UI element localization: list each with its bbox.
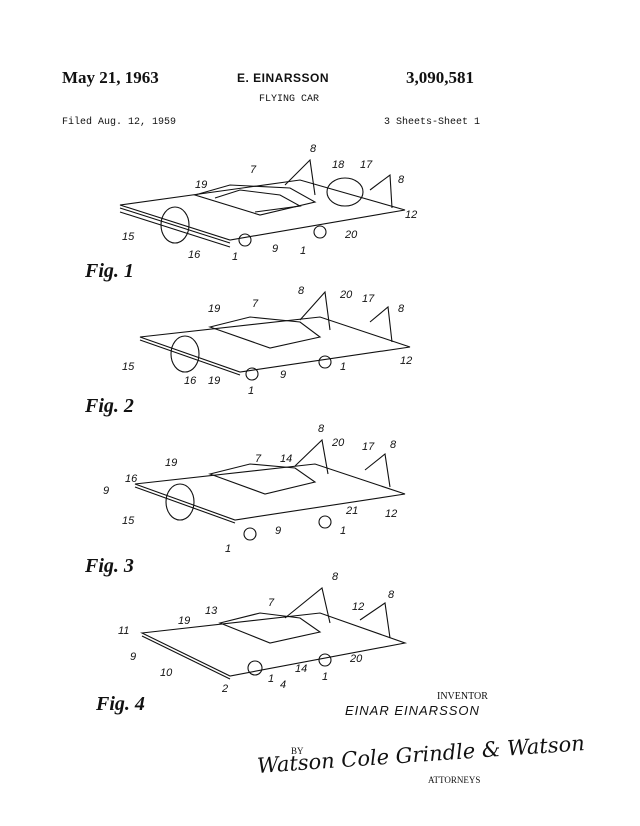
ref-label: 16 xyxy=(125,473,138,485)
ref-label: 20 xyxy=(331,437,345,449)
patent-number: 3,090,581 xyxy=(406,68,474,87)
figure-4-label: Fig. 4 xyxy=(96,693,145,715)
wheel-icon xyxy=(318,355,332,369)
ref-label: 12 xyxy=(400,355,412,367)
ref-label: 7 xyxy=(268,597,275,609)
ref-label: 10 xyxy=(160,667,173,679)
ref-label: 9 xyxy=(272,243,278,255)
ref-label: 17 xyxy=(360,159,373,171)
ref-label: 12 xyxy=(385,508,397,520)
wing-outline xyxy=(119,179,406,241)
ref-label: 8 xyxy=(332,571,339,583)
ref-label: 19 xyxy=(165,457,177,469)
ref-label: 19 xyxy=(208,375,220,387)
ref-label: 1 xyxy=(268,673,274,685)
ref-label: 8 xyxy=(318,423,325,435)
patent-title: FLYING CAR xyxy=(259,94,320,105)
wheel-icon xyxy=(313,225,327,239)
figure-3-drawing: 8 20 17 8 19 7 14 16 9 15 21 12 9 1 1 xyxy=(103,423,406,555)
ref-label: 16 xyxy=(184,375,197,387)
ref-label: 8 xyxy=(398,303,405,315)
attorney-signature: Watson Cole Grindle & Watson xyxy=(256,731,586,778)
inventor-label: INVENTOR xyxy=(437,691,488,702)
wing-outline xyxy=(134,463,406,521)
ref-label: 1 xyxy=(300,245,306,257)
ref-label: 14 xyxy=(295,663,307,675)
ref-label: 13 xyxy=(205,605,218,617)
wheel-icon xyxy=(247,660,263,676)
patent-date: May 21, 1963 xyxy=(62,68,159,87)
ref-label: 1 xyxy=(225,543,231,555)
ref-label: 9 xyxy=(103,485,109,497)
wheel-icon xyxy=(238,233,252,247)
wheel-icon xyxy=(318,515,332,529)
figure-2-drawing: 8 20 17 8 19 7 15 12 16 19 9 1 1 xyxy=(122,285,412,397)
ref-label: 17 xyxy=(362,441,375,453)
ref-label: 1 xyxy=(340,525,346,537)
ref-label: 8 xyxy=(298,285,305,297)
ref-label: 1 xyxy=(340,361,346,373)
ref-label: 14 xyxy=(280,453,292,465)
ref-label: 15 xyxy=(122,361,135,373)
ref-label: 7 xyxy=(250,164,257,176)
ref-label: 19 xyxy=(208,303,220,315)
ref-label: 17 xyxy=(362,293,375,305)
ref-label: 19 xyxy=(195,179,207,191)
ref-label: 1 xyxy=(322,671,328,683)
ref-label: 15 xyxy=(122,231,135,243)
ref-label: 12 xyxy=(405,209,417,221)
ref-label: 19 xyxy=(178,615,190,627)
ref-label: 7 xyxy=(252,298,259,310)
wing-outline xyxy=(140,612,408,677)
ref-label: 11 xyxy=(118,625,129,637)
ref-label: 20 xyxy=(349,653,363,665)
wheel-icon xyxy=(318,653,332,667)
figure-3-label: Fig. 3 xyxy=(85,555,134,577)
ref-label: 18 xyxy=(332,159,345,171)
wheel-icon xyxy=(243,527,257,541)
ref-label: 16 xyxy=(188,249,201,260)
ref-label: 1 xyxy=(232,251,238,260)
ref-label: 1 xyxy=(248,385,254,397)
filed-date: Filed Aug. 12, 1959 xyxy=(62,117,177,128)
ref-label: 9 xyxy=(130,651,136,663)
ref-label: 15 xyxy=(122,515,135,527)
inventor-name: EINAR EINARSSON xyxy=(345,703,480,718)
inventor-short-name: E. EINARSSON xyxy=(237,71,330,85)
ref-label: 12 xyxy=(352,601,364,613)
ref-label: 8 xyxy=(390,439,397,451)
figure-2-label: Fig. 2 xyxy=(85,395,134,417)
attorneys-label: ATTORNEYS xyxy=(428,775,481,785)
ref-label: 2 xyxy=(221,683,228,693)
ref-label: 20 xyxy=(344,229,358,241)
by-label: BY xyxy=(291,746,304,756)
wing-outline xyxy=(139,316,411,373)
sheet-count: 3 Sheets-Sheet 1 xyxy=(384,117,481,128)
ref-label: 8 xyxy=(310,143,317,155)
wheel-icon xyxy=(245,367,259,381)
figure-4-drawing: 8 8 13 7 12 19 11 9 10 14 20 2 1 4 1 xyxy=(118,571,408,693)
ref-label: 4 xyxy=(280,679,286,691)
ref-label: 7 xyxy=(255,453,262,465)
figure-1-label: Fig. 1 xyxy=(85,260,134,282)
ref-label: 8 xyxy=(388,589,395,601)
ref-label: 9 xyxy=(275,525,281,537)
figure-1-drawing: 8 7 18 17 8 19 12 15 20 16 9 1 1 xyxy=(119,143,417,260)
ref-label: 8 xyxy=(398,174,405,186)
ref-label: 20 xyxy=(339,289,353,301)
ref-label: 21 xyxy=(345,505,358,517)
ref-label: 9 xyxy=(280,369,286,381)
